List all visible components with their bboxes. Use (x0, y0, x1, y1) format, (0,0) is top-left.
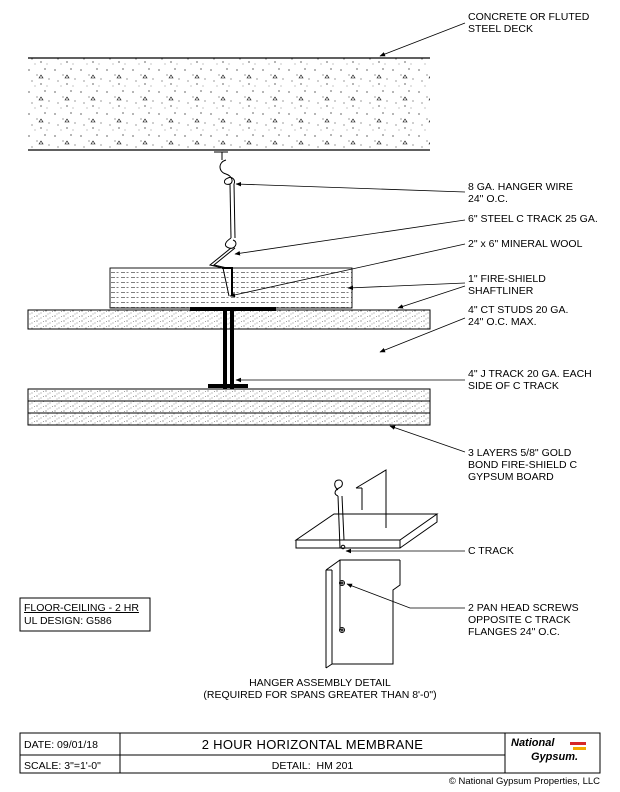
screws-callout: 2 PAN HEAD SCREWS OPPOSITE C TRACK FLANG… (468, 602, 579, 638)
date-field: DATE: 09/01/18 (24, 739, 98, 751)
gypsum-board-layers (27, 388, 431, 426)
logo-gypsum: Gypsum. (531, 751, 579, 763)
drawing-title: 2 HOUR HORIZONTAL MEMBRANE (201, 737, 424, 752)
mineral-wool-callout: 2" x 6" MINERAL WOOL (468, 238, 583, 250)
detail-c-track-callout: C TRACK (468, 545, 514, 557)
detail-caption: HANGER ASSEMBLY DETAIL (REQUIRED FOR SPA… (203, 677, 437, 701)
logo-stripes (570, 742, 586, 750)
title-block (19, 732, 601, 774)
c-track (222, 267, 233, 296)
logo-national: National (511, 737, 555, 749)
copyright: © National Gypsum Properties, LLC (448, 776, 600, 787)
detail-number: DETAIL: HM 201 (271, 760, 354, 772)
rating-line1: FLOOR-CEILING - 2 HR (24, 602, 139, 614)
concrete-deck (28, 57, 430, 151)
rating-line2: UL DESIGN: G586 (24, 615, 112, 627)
c-track-callout: 6" STEEL C TRACK 25 GA. (468, 213, 598, 225)
deck-callout: CONCRETE OR FLUTED STEEL DECK (468, 11, 590, 35)
hanger-assembly-detail (294, 469, 439, 669)
shaftliner-callout: 1" FIRE-SHIELD SHAFTLINER (468, 273, 546, 297)
shaftliner (27, 307, 431, 330)
j-track-callout: 4" J TRACK 20 GA. EACH SIDE OF C TRACK (468, 368, 592, 392)
scale-field: SCALE: 3"=1'-0" (24, 760, 101, 772)
hanger-wire-callout: 8 GA. HANGER WIRE 24" O.C. (468, 181, 574, 205)
ct-studs-callout: 4" CT STUDS 20 GA. 24" O.C. MAX. (468, 304, 569, 328)
rating-box (19, 597, 151, 632)
leader-lines (229, 22, 466, 453)
ct-stud (208, 307, 248, 389)
gypsum-callout: 3 LAYERS 5/8" GOLD BOND FIRE-SHIELD C GY… (468, 447, 578, 483)
detail-leader-lines (345, 548, 465, 609)
